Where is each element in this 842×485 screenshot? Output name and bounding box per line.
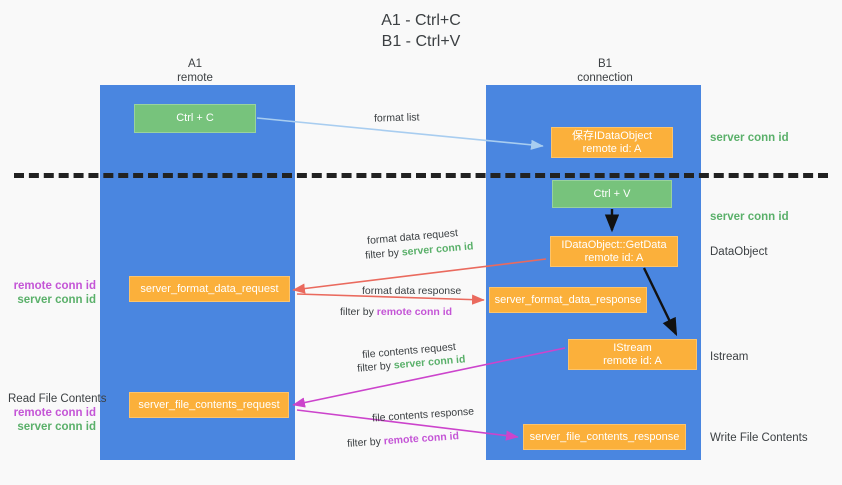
side-label-server-conn-id-1: server conn id [710,132,789,144]
page-title: A1 - Ctrl+C B1 - Ctrl+V [381,12,461,50]
node-ctrl-v[interactable]: Ctrl + V [552,180,672,208]
arrow-label-format-data-response-filter: filter by remote conn id [340,305,452,319]
arrow-label-file-contents-response-filter: filter by remote conn id [347,429,460,451]
node-server-file-contents-request[interactable]: server_file_contents_request [129,392,289,418]
node-idataobject-getdata[interactable]: IDataObject::GetData remote id: A [550,236,678,267]
column-header-b1: B1 connection [577,58,633,84]
filter-prefix: filter by [356,359,395,375]
node-ctrl-c[interactable]: Ctrl + C [134,104,256,133]
filter-prefix: filter by [340,306,377,318]
left-label-read-file-contents-group: Read File Contents remote conn id server… [8,392,106,434]
filter-prefix: filter by [364,246,403,262]
left-label-remote-conn-id-2: remote conn id [13,407,96,419]
divider-dashed-line [14,173,828,178]
arrow-label-format-list: format list [373,111,420,125]
left-label-server-conn-id-2: server conn id [17,421,96,433]
node-istream[interactable]: IStream remote id: A [568,339,697,370]
side-label-istream: Istream [710,351,749,363]
filter-prefix: filter by [346,435,385,450]
left-label-read-file-contents: Read File Contents [8,393,107,405]
side-label-write-file-contents: Write File Contents [710,432,808,444]
left-label-server-conn-id-1: server conn id [17,294,96,306]
side-label-server-conn-id-2: server conn id [710,211,789,223]
node-save-idataobject[interactable]: 保存IDataObject remote id: A [551,127,673,158]
left-label-remote-conn-id-1: remote conn id [13,280,96,292]
filter-key-remote-conn-id: remote conn id [376,306,453,318]
node-server-format-data-request[interactable]: server_format_data_request [129,276,290,302]
filter-key-remote-conn-id: remote conn id [383,430,460,448]
node-server-format-data-response[interactable]: server_format_data_response [489,287,647,313]
side-label-dataobject: DataObject [710,246,768,258]
column-header-a1: A1 remote [177,58,213,84]
node-server-file-contents-response[interactable]: server_file_contents_response [523,424,686,450]
arrow-label-format-data-response: format data response [362,285,462,297]
left-label-conn-ids-1: remote conn id server conn id [8,279,96,307]
arrow-label-file-contents-response: file contents response [371,405,475,425]
